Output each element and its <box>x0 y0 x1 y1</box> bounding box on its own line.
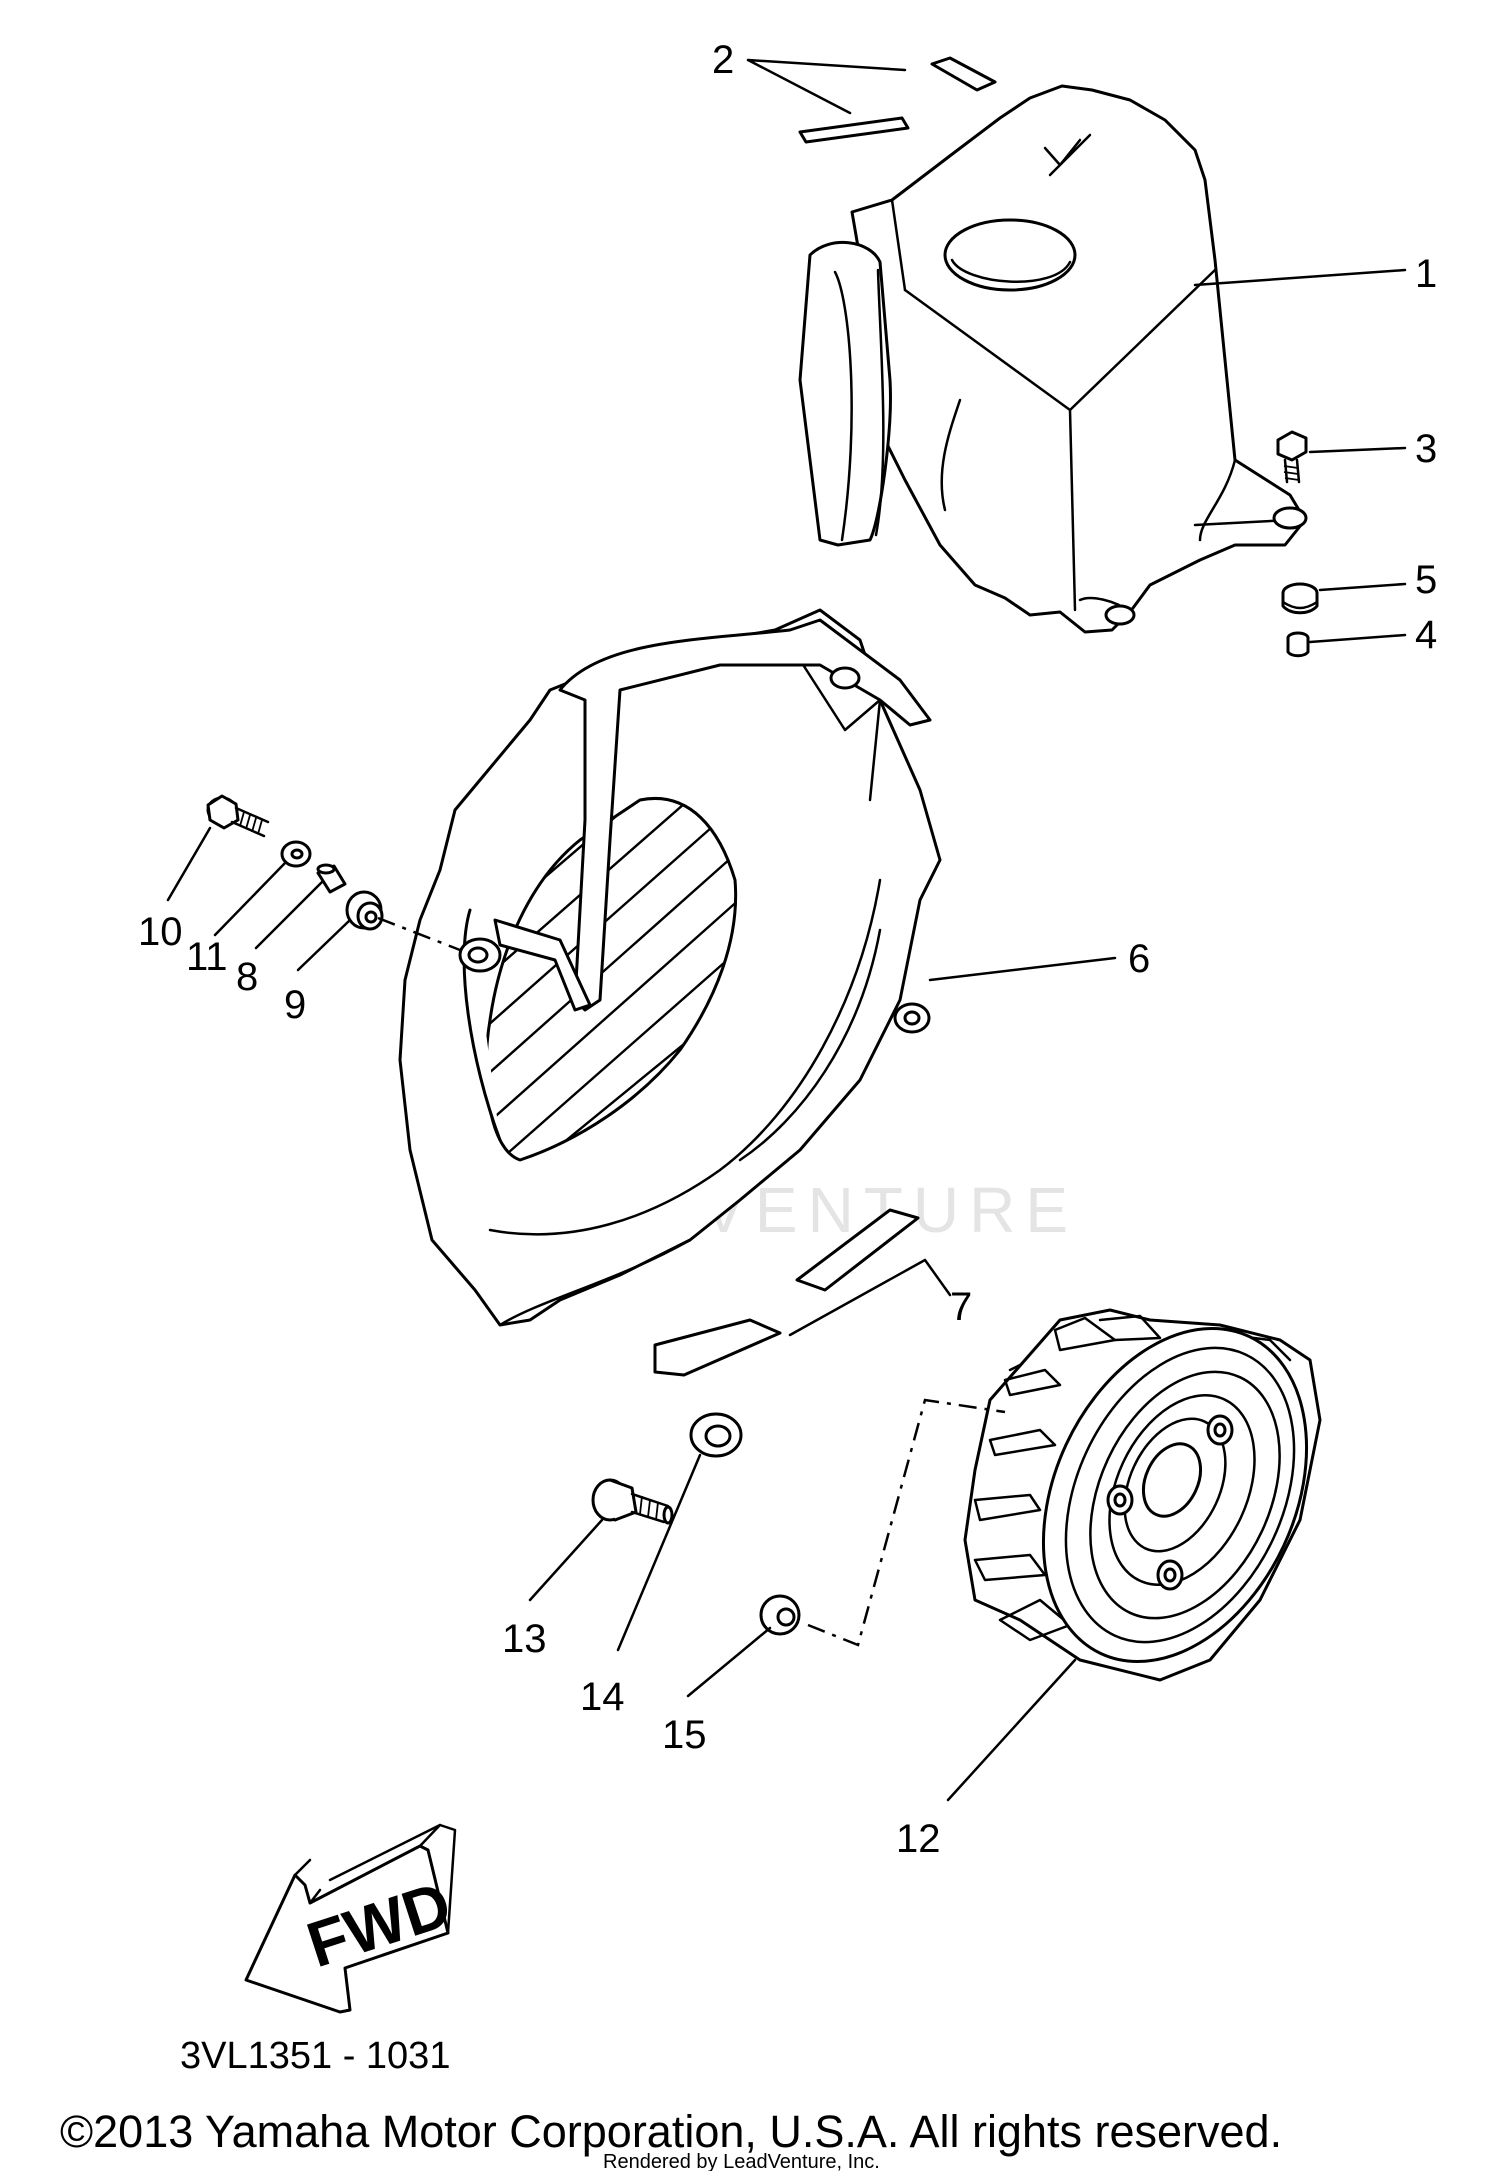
part-5-grommet <box>1281 582 1319 615</box>
part-6-shroud <box>398 608 942 1327</box>
part-14-washer <box>689 1412 743 1458</box>
callout-9: 9 <box>284 983 306 1027</box>
leader-14 <box>616 1453 702 1652</box>
part-2-strips <box>798 56 997 144</box>
copyright-notice: ©2013 Yamaha Motor Corporation, U.S.A. A… <box>60 2106 1282 2157</box>
leader-8 <box>254 880 324 950</box>
rendered-by-credit: Rendered by LeadVenture, Inc. <box>603 2151 880 2171</box>
callout-7: 7 <box>950 1285 972 1329</box>
callout-3: 3 <box>1415 427 1437 471</box>
leader-5 <box>1318 582 1407 592</box>
callout-11: 11 <box>186 935 228 979</box>
part-1-cover <box>850 84 1308 634</box>
callout-labels: 1 2 3 4 5 6 7 8 9 10 11 12 13 14 15 <box>138 38 1437 1861</box>
leader-9 <box>296 918 352 972</box>
leader-15 <box>686 1626 772 1698</box>
callout-12: 12 <box>896 1817 941 1861</box>
diagram-reference-code: 3VL1351 - 1031 <box>180 2035 450 2077</box>
part-9-grommet <box>345 890 384 931</box>
part-3-bolt <box>1276 430 1308 484</box>
callout-6: 6 <box>1128 937 1150 981</box>
assembly-line-9-to-6 <box>377 916 461 952</box>
part-4-collar <box>1286 631 1310 658</box>
callout-14: 14 <box>580 1675 625 1719</box>
leader-1 <box>1193 268 1407 287</box>
callout-5: 5 <box>1415 558 1437 602</box>
callout-1: 1 <box>1415 252 1437 296</box>
callout-2: 2 <box>712 38 734 82</box>
leader-3 <box>1308 446 1407 454</box>
callout-8: 8 <box>236 955 258 999</box>
leader-4 <box>1308 633 1407 644</box>
leader-lines <box>166 58 1407 1802</box>
leader-2 <box>746 58 907 115</box>
callout-15: 15 <box>662 1713 707 1757</box>
callout-13: 13 <box>502 1617 547 1661</box>
part-12-flywheel-fan <box>963 1308 1322 1682</box>
assembly-line-15-to-12 <box>807 1398 1006 1647</box>
leader-7 <box>788 1258 952 1337</box>
part-1-cover-flap <box>798 240 892 547</box>
part-7-strips <box>653 1208 920 1377</box>
part-10-bolt <box>206 794 270 838</box>
leader-12 <box>946 1658 1077 1802</box>
leader-10 <box>166 826 212 902</box>
part-6-shroud-bracket <box>458 618 932 1034</box>
leader-11 <box>213 860 288 937</box>
fwd-direction-arrow: FWD <box>244 1823 459 2014</box>
callout-4: 4 <box>1415 613 1437 657</box>
leader-13 <box>528 1518 604 1602</box>
part-15-lock-washer <box>759 1594 801 1636</box>
part-8-collar <box>316 863 347 894</box>
leader-6 <box>928 956 1117 982</box>
callout-10: 10 <box>138 910 183 954</box>
part-13-bolt <box>591 1478 674 1525</box>
part-11-washer <box>280 840 312 868</box>
